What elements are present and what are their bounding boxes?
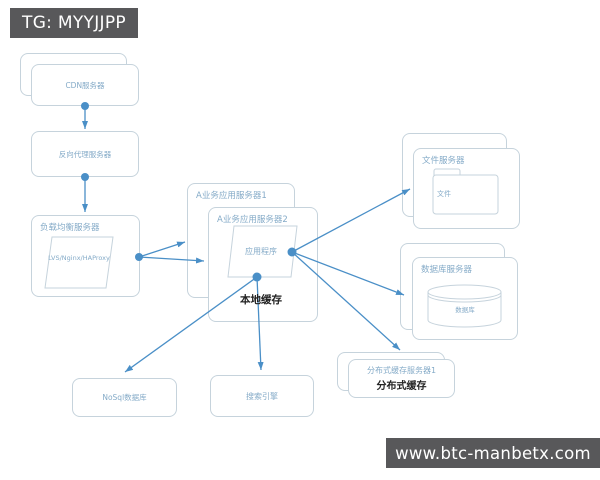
distributed-cache-server-label: 分布式缓存服务器1	[366, 366, 437, 375]
website-watermark-banner: www.btc-manbetx.com	[386, 438, 600, 468]
folder-file-label: 文件	[437, 190, 451, 198]
local-cache-label: 本地缓存	[240, 294, 282, 306]
file-server-label: 文件服务器	[422, 156, 465, 166]
telegram-watermark-banner: TG: MYYJJPP	[10, 8, 138, 38]
application-label: 应用程序	[245, 247, 277, 256]
arrow-lb-to-app-server-1	[138, 241, 186, 258]
reverse-proxy-server-label: 反向代理服务器	[58, 149, 112, 159]
search-engine-label: 搜索引擎	[246, 391, 278, 401]
cdn-server-label: CDN服务器	[65, 80, 105, 90]
telegram-watermark-text: TG: MYYJJPP	[22, 13, 126, 33]
search-engine-box: 搜索引擎	[210, 375, 314, 417]
file-server-box: 文件服务器	[413, 148, 520, 229]
db-server-box: 数据库服务器	[412, 257, 518, 340]
website-watermark-text: www.btc-manbetx.com	[395, 443, 591, 463]
nosql-db-label: NoSql数据库	[102, 393, 147, 402]
reverse-proxy-server-box: 反向代理服务器	[31, 131, 139, 177]
nosql-db-box: NoSql数据库	[72, 378, 177, 417]
load-balancer-software-label: LVS/Nginx/HAProxy	[48, 254, 110, 262]
load-balancer-label: 负载均衡服务器	[40, 223, 100, 233]
distributed-cache-box: 分布式缓存服务器1 分布式缓存	[348, 359, 455, 398]
distributed-cache-label: 分布式缓存	[376, 381, 427, 392]
cdn-server-box: CDN服务器	[31, 64, 139, 106]
database-cylinder-label: 数据库	[455, 306, 475, 314]
app-server-1-label: A业务应用服务器1	[196, 191, 267, 201]
app-server-2-label: A业务应用服务器2	[217, 215, 288, 225]
db-server-label: 数据库服务器	[421, 265, 473, 275]
